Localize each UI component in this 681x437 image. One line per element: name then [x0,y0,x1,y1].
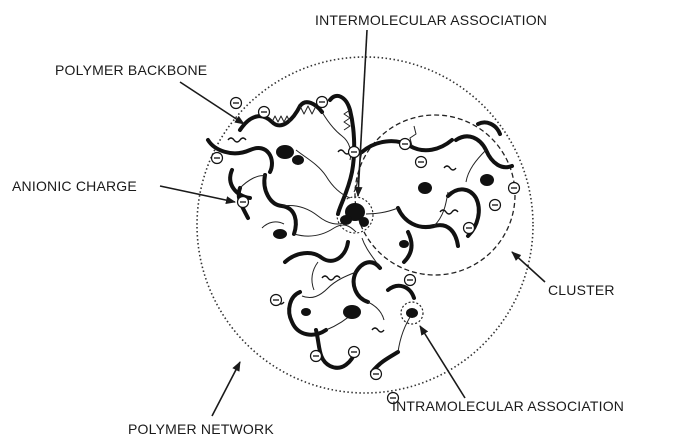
anionic-charge-icon [464,223,475,234]
polymer-backbone-chains [208,96,512,372]
anionic-charge-icon [349,147,360,158]
arrow-intramolecular [420,326,465,398]
cluster-label: CLUSTER [548,282,615,298]
intramolecular-association-label: INTRAMOLECULAR ASSOCIATION [392,398,624,414]
anionic-charge-icon [490,200,501,211]
anionic-charges [212,97,520,404]
anionic-charge-icon [317,97,328,108]
arrow-network [212,362,240,416]
anionic-charge-icon [349,347,360,358]
anionic-charge-icon [212,153,223,164]
polymer-network-label: POLYMER NETWORK [128,421,274,437]
anionic-charge-icon [416,157,427,168]
intermolecular-association-label: INTERMOLECULAR ASSOCIATION [315,12,547,28]
association-sites [273,145,494,319]
anionic-charge-label: ANIONIC CHARGE [12,178,137,194]
anionic-charge-icon [238,197,249,208]
anionic-charge-icon [400,139,411,150]
anionic-charge-icon [271,295,282,306]
anionic-charge-icon [311,351,322,362]
arrow-intermolecular [358,30,367,196]
anionic-charge-icon [259,107,270,118]
arrow-cluster [512,252,545,282]
anionic-charge-icon [231,98,242,109]
polymer-backbone-label: POLYMER BACKBONE [55,62,207,78]
anionic-charge-icon [509,183,520,194]
cluster-boundary [355,115,515,275]
anionic-charge-icon [371,369,382,380]
anionic-charge-icon [405,275,416,286]
arrow-anionic [160,186,235,202]
